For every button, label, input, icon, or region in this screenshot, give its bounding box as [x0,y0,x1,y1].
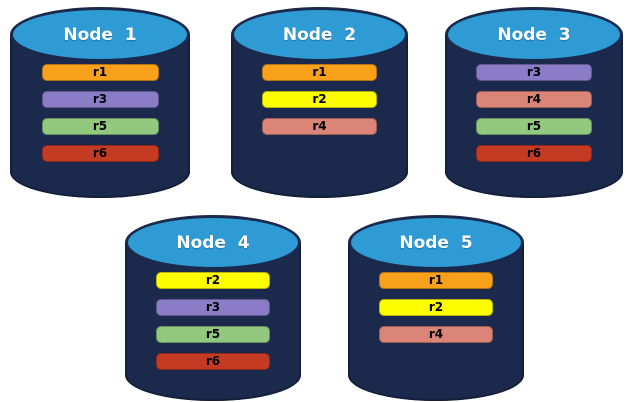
node-5-replica-r2: r2 [378,299,494,316]
node-5-replica-r1: r1 [378,272,494,289]
node-2-replica-r1: r1 [261,64,378,81]
node-4-cylinder: Node 4 r2 r3 r5 r6 [125,215,301,401]
node-2-cylinder: Node 2 r1 r2 r4 [231,7,408,198]
node-5-replica-r4: r4 [378,326,494,343]
node-5-replica-list: r1 r2 r4 [348,272,524,343]
node-3-cylinder: Node 3 r3 r4 r5 r6 [445,7,623,198]
node-2-cylinder-top: Node 2 [231,7,408,62]
node-3-replica-r4: r4 [476,91,592,108]
node-4-title: Node 4 [176,232,250,253]
node-4-replica-r5: r5 [155,326,271,343]
node-5-cylinder-top: Node 5 [348,215,524,270]
node-4-replica-r6: r6 [155,353,271,370]
node-1-replica-r6: r6 [41,145,159,162]
node-4-replica-list: r2 r3 r5 r6 [125,272,301,370]
node-3-replica-r5: r5 [476,118,592,135]
node-5-title: Node 5 [399,232,473,253]
node-4-replica-r2: r2 [155,272,271,289]
node-4-cylinder-top: Node 4 [125,215,301,270]
node-3-replica-r6: r6 [476,145,592,162]
node-1-cylinder-top: Node 1 [10,7,190,62]
node-1-title: Node 1 [63,24,137,45]
node-3-replica-r3: r3 [476,64,592,81]
node-4-replica-r3: r3 [155,299,271,316]
node-1-replica-r3: r3 [41,91,159,108]
node-1-replica-r1: r1 [41,64,159,81]
node-3-replica-list: r3 r4 r5 r6 [445,64,623,162]
node-3-cylinder-top: Node 3 [445,7,623,62]
node-2-title: Node 2 [282,24,357,45]
node-2-replica-r4: r4 [261,118,378,135]
node-1-replica-r5: r5 [41,118,159,135]
node-2-replica-r2: r2 [261,91,378,108]
node-3-title: Node 3 [497,24,571,45]
node-1-replica-list: r1 r3 r5 r6 [10,64,190,162]
node-5-cylinder: Node 5 r1 r2 r4 [348,215,524,401]
node-1-cylinder: Node 1 r1 r3 r5 r6 [10,7,190,198]
node-2-replica-list: r1 r2 r4 [231,64,408,135]
